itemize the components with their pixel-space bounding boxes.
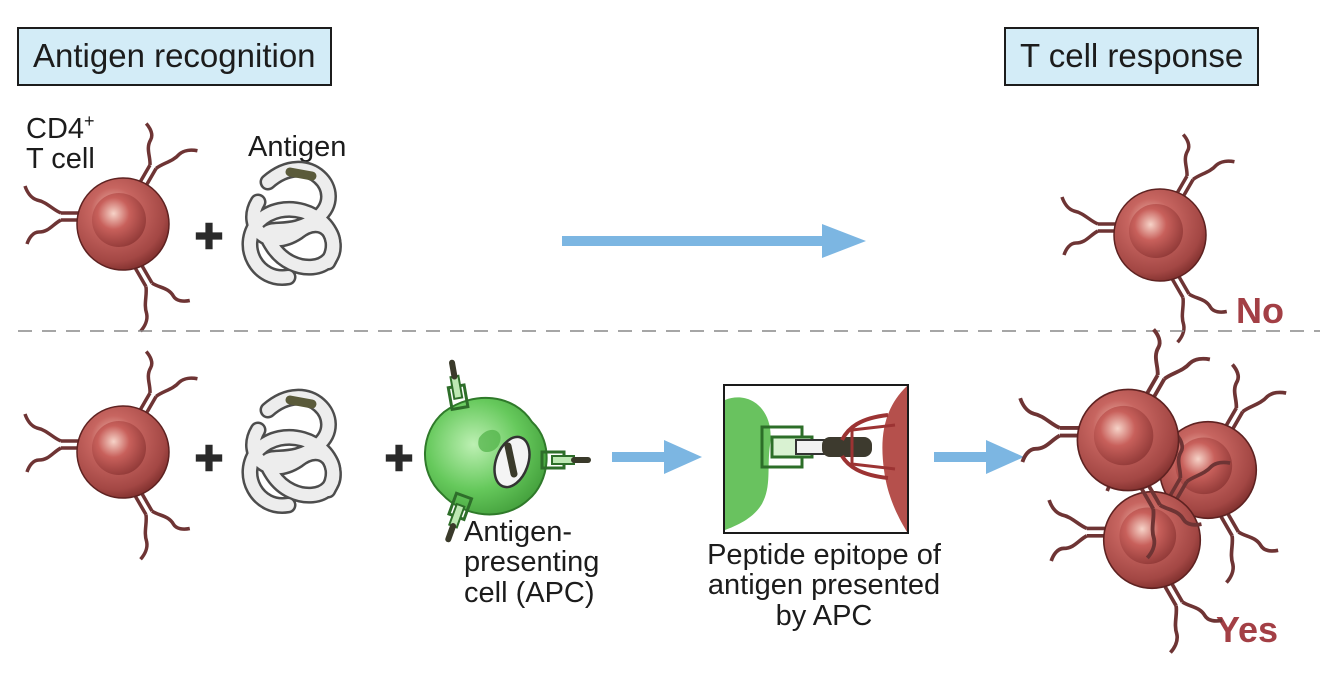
arrow-row2-b (934, 440, 1024, 474)
t-cell-no-response (1062, 133, 1234, 342)
antigen-label: Antigen (248, 131, 347, 163)
epitope-label-line-3: by APC (775, 599, 873, 632)
antigen-presenting-cell (424, 361, 588, 542)
result-no: No (1236, 290, 1284, 331)
cd4-t-cell-row1 (25, 122, 197, 331)
header-antigen-recognition: Antigen recognition (17, 27, 332, 86)
apc-label-line-2: presenting (464, 546, 600, 579)
cd4-superscript: + (84, 111, 95, 131)
header-t-cell-response: T cell response (1004, 27, 1260, 86)
apc-label-line-3: cell (APC) (464, 576, 595, 609)
cd4-label-text: CD4 (26, 113, 85, 145)
epitope-label: Peptide epitope of antigen presented by … (684, 539, 964, 632)
cd4-t-cell-label: CD4+ T cell (26, 111, 95, 176)
plus-sign-row1 (195, 222, 223, 250)
apc-label-line-1: Antigen- (464, 516, 573, 548)
plus-sign-row2-b (385, 444, 413, 472)
epitope-label-line-1: Peptide epitope of (707, 539, 941, 571)
arrow-row2-a (612, 440, 702, 474)
cd4-t-cell-row2 (25, 350, 197, 559)
epitope-inset-box (723, 384, 909, 534)
result-yes: Yes (1216, 609, 1279, 650)
antigen-protein-row2 (250, 397, 333, 505)
arrow-row1 (562, 224, 866, 258)
plus-sign-row2-a (195, 444, 223, 472)
antigen-protein-row1 (250, 169, 333, 277)
t-cell-label-text: T cell (26, 143, 95, 176)
epitope-label-line-2: antigen presented (707, 569, 941, 602)
mhc-molecule-right (542, 452, 588, 468)
apc-label: Antigen- presenting cell (APC) (464, 516, 600, 609)
